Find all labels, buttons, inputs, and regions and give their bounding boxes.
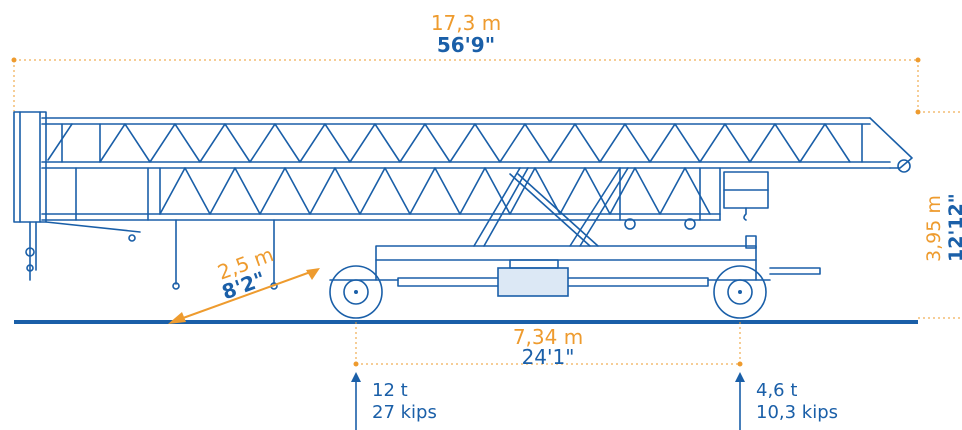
rear-axle-load-imperial: 10,3 kips bbox=[756, 402, 838, 423]
rear-axle-load: 4,6 t 10,3 kips bbox=[735, 372, 838, 430]
height-imperial: 12'12" bbox=[945, 193, 962, 262]
crane-mast bbox=[13, 111, 141, 281]
front-axle-load-metric: 12 t bbox=[372, 380, 408, 401]
overall-length-metric: 17,3 m bbox=[431, 11, 501, 35]
crane-jib bbox=[41, 117, 913, 221]
overall-length-dimension: 17,3 m 56'9" bbox=[11, 11, 921, 112]
hook-block bbox=[723, 171, 769, 221]
height-metric: 3,95 m bbox=[923, 195, 945, 262]
wheelbase-imperial: 24'1" bbox=[522, 345, 575, 369]
chassis bbox=[329, 235, 821, 297]
rear-axle-load-metric: 4,6 t bbox=[756, 380, 797, 401]
width-dimension: 2,5 m 8'2" bbox=[168, 242, 320, 324]
overall-length-imperial: 56'9" bbox=[437, 33, 495, 57]
wheelbase-metric: 7,34 m bbox=[513, 325, 583, 349]
wheelbase-dimension: 7,34 m 24'1" bbox=[353, 322, 743, 369]
front-axle-load-imperial: 27 kips bbox=[372, 402, 437, 423]
height-dimension: 3,95 m 12'12" bbox=[915, 109, 962, 319]
rear-wheel bbox=[713, 265, 767, 319]
front-wheel bbox=[329, 265, 383, 319]
a-frame-support bbox=[473, 167, 629, 247]
front-axle-load: 12 t 27 kips bbox=[351, 372, 437, 430]
jib-rollers bbox=[624, 218, 696, 230]
